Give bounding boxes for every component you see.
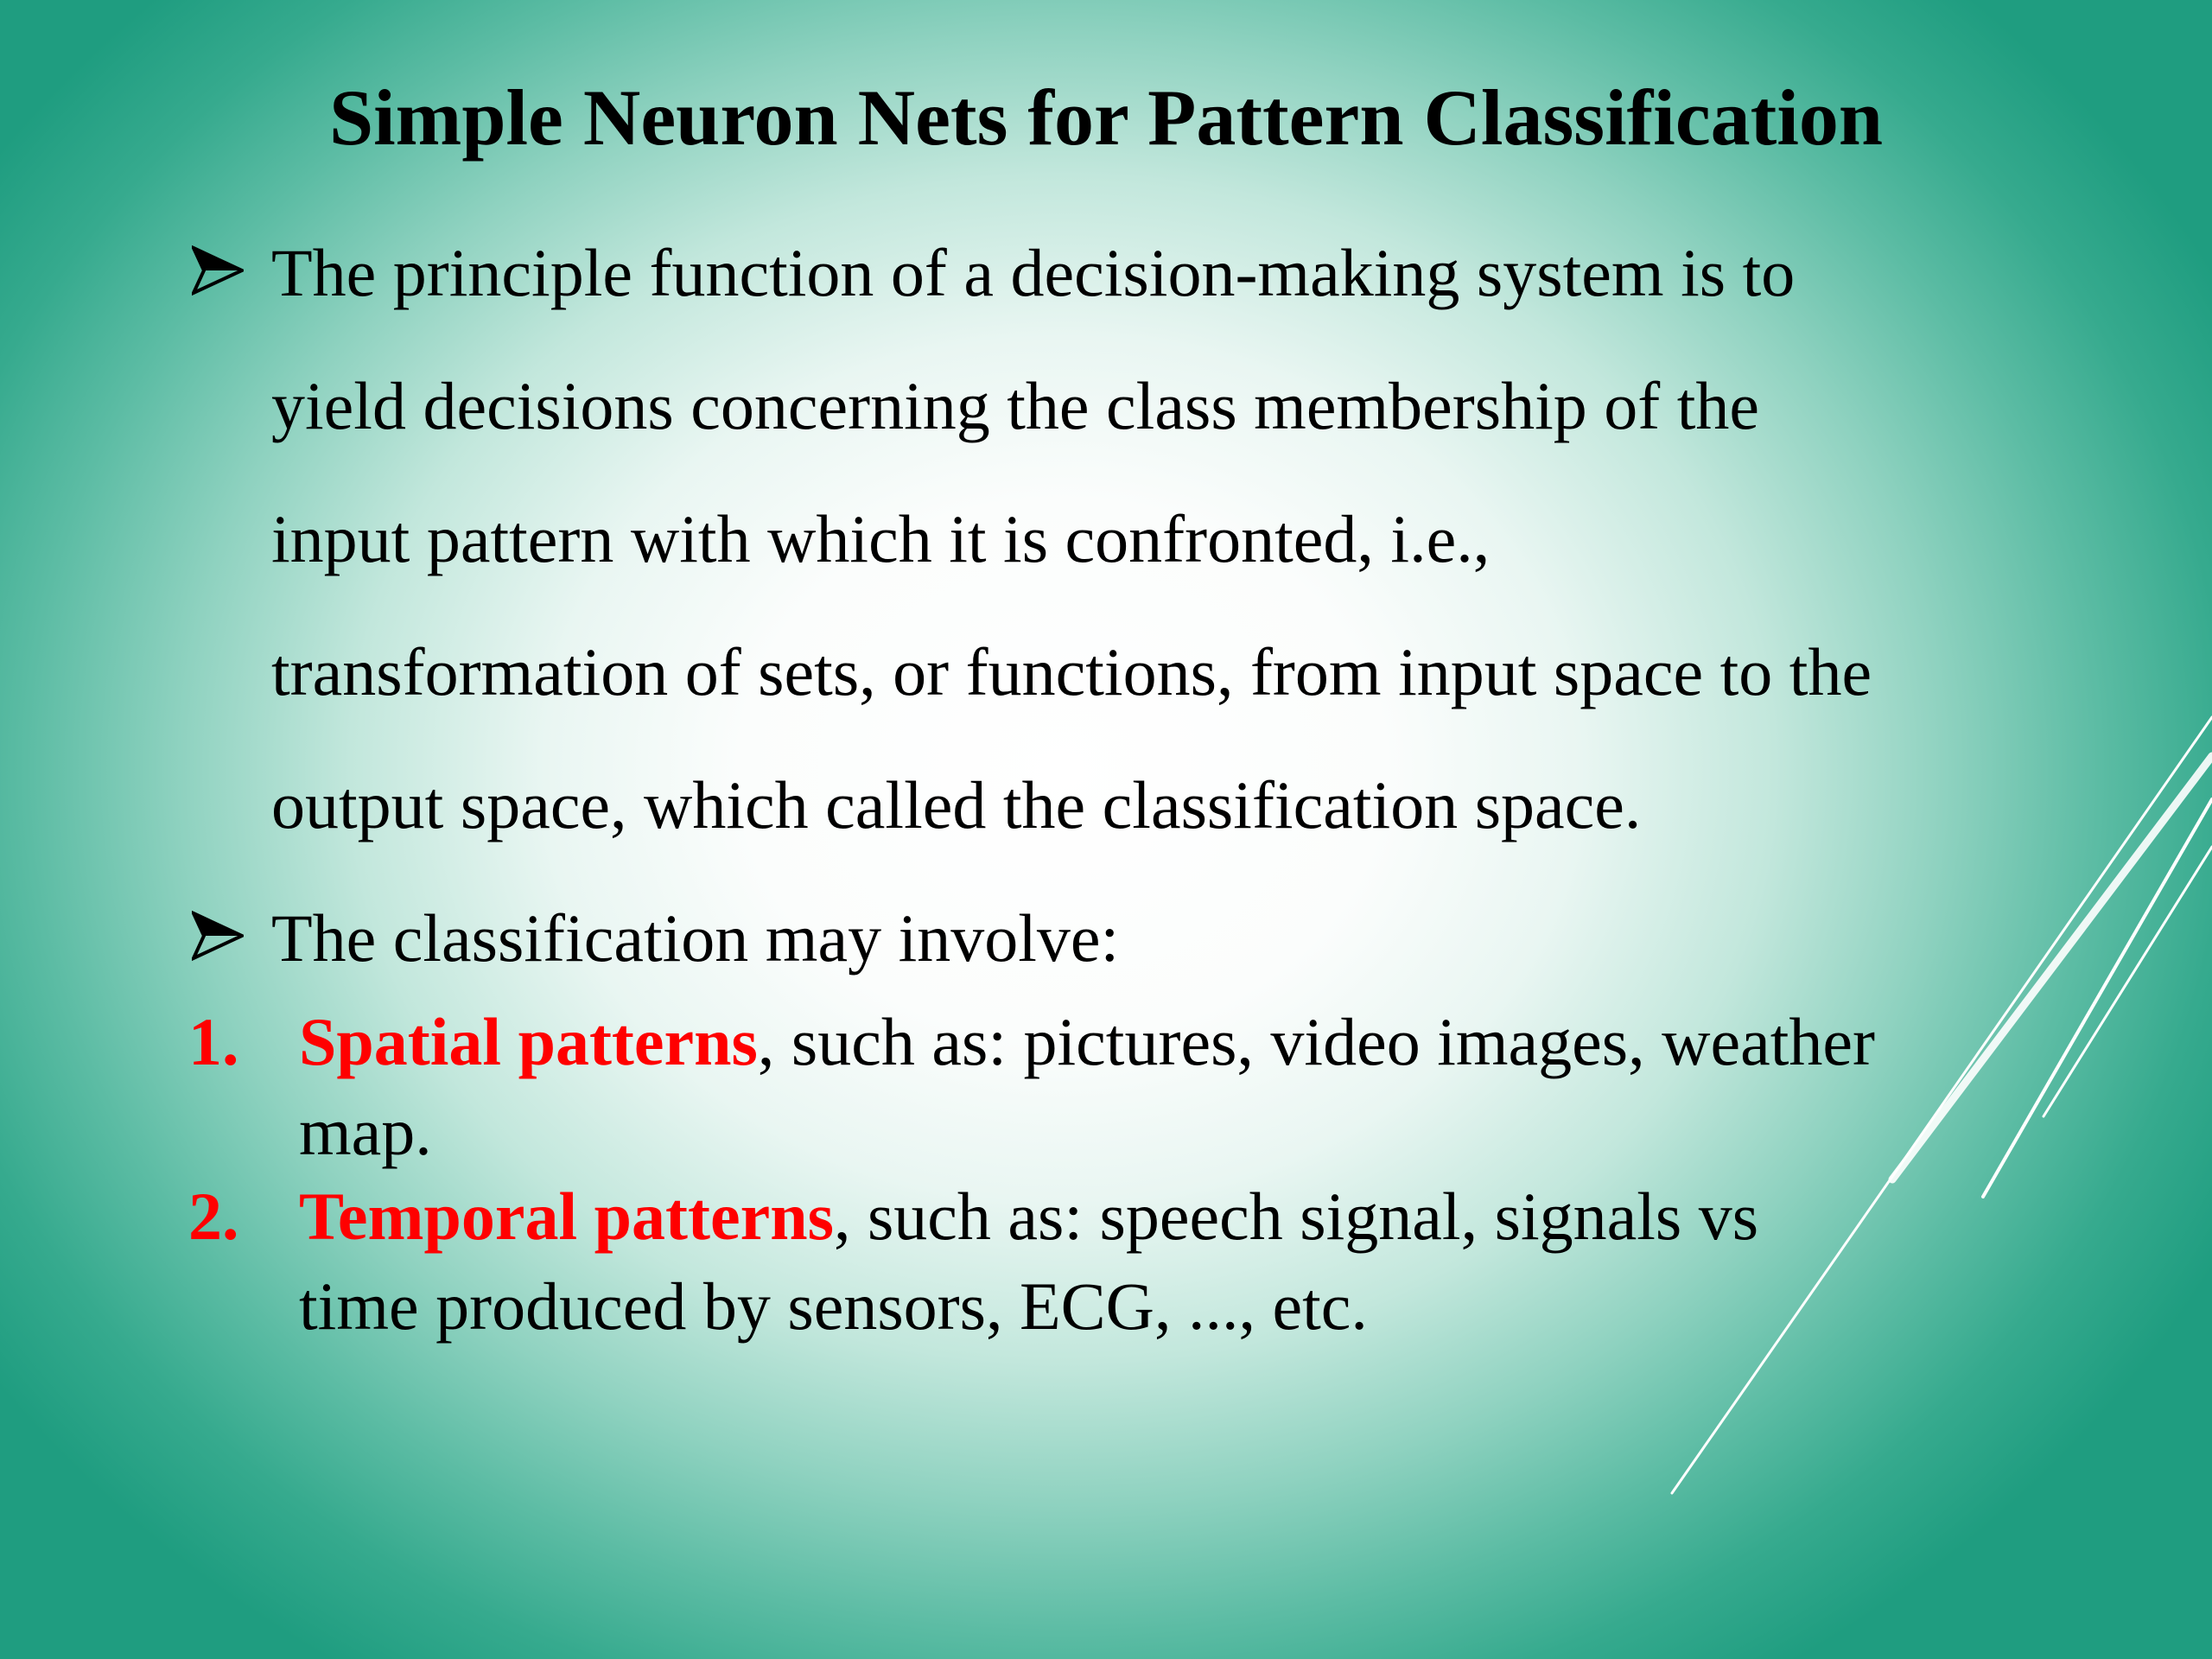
slide-title: Simple Neuron Nets for Pattern Classific… bbox=[328, 73, 1884, 162]
item-keyword: Spatial patterns bbox=[299, 1004, 758, 1079]
item-number: 1. bbox=[188, 1004, 239, 1079]
bullet-text: The classification may involve: bbox=[271, 872, 1119, 1005]
text-line: output space, which called the classific… bbox=[271, 767, 1642, 842]
arrow-bullet-icon bbox=[188, 207, 257, 340]
text-line: yield decisions concerning the class mem… bbox=[271, 368, 1760, 443]
text-line: The classification may involve: bbox=[271, 900, 1120, 976]
item-line: map. bbox=[299, 1094, 432, 1169]
text-line: transformation of sets, or functions, fr… bbox=[271, 634, 1872, 709]
text-line: input pattern with which it is confronte… bbox=[271, 501, 1491, 576]
item-body: Spatial patterns, such as: pictures, vid… bbox=[299, 997, 1875, 1177]
arrow-bullet-icon bbox=[188, 872, 257, 1005]
bullet-text: The principle function of a decision-mak… bbox=[271, 207, 1872, 872]
item-line: time produced by sensors, ECG, ..., etc. bbox=[299, 1268, 1368, 1344]
item-rest: , such as: pictures, video images, weath… bbox=[757, 1004, 1875, 1079]
item-rest: , such as: speech signal, signals vs bbox=[833, 1179, 1759, 1254]
item-keyword: Temporal patterns bbox=[299, 1179, 834, 1254]
item-line: Temporal patterns, such as: speech signa… bbox=[299, 1172, 1758, 1262]
item-number: 2. bbox=[188, 1179, 239, 1254]
item-body: Temporal patterns, such as: speech signa… bbox=[299, 1172, 1758, 1351]
item-line: Spatial patterns, such as: pictures, vid… bbox=[299, 997, 1875, 1087]
text-line: The principle function of a decision-mak… bbox=[271, 235, 1796, 310]
